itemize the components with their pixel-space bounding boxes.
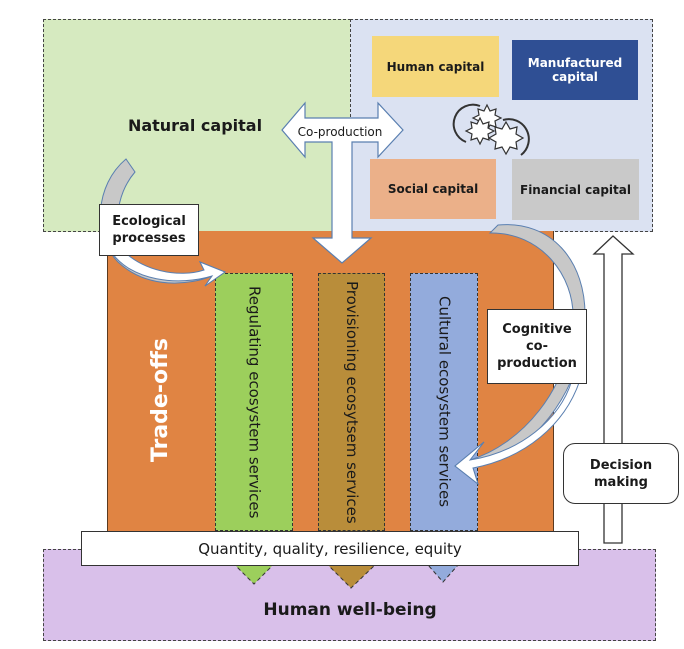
natural-capital-title: Natural capital <box>127 115 263 135</box>
manufactured-capital-box: Manufactured capital <box>512 40 638 100</box>
provisioning-services-label: Provisioning ecosytsem services <box>343 280 361 524</box>
financial-capital-box: Financial capital <box>512 159 639 220</box>
cultural-services-label: Cultural ecosystem services <box>435 296 454 508</box>
co-production-arrow-icon <box>281 101 404 264</box>
co-production-label: Co-production <box>297 125 383 139</box>
ecological-processes-box: Ecological processes <box>99 204 199 256</box>
human-well-being-title: Human well-being <box>263 600 437 620</box>
cognitive-co-production-box: Cognitive co-production <box>487 309 587 384</box>
cultural-services-column: Cultural ecosystem services <box>410 273 478 531</box>
attributes-bar: Quantity, quality, resilience, equity <box>81 531 579 566</box>
regulating-arrowhead <box>233 564 275 585</box>
regulating-services-column: Regulating ecosystem services <box>215 273 293 531</box>
provisioning-services-column: Provisioning ecosytsem services <box>318 273 385 531</box>
regulating-services-label: Regulating ecosystem services <box>245 285 264 519</box>
human-capital-box: Human capital <box>372 36 499 97</box>
social-capital-box: Social capital <box>370 159 496 219</box>
decision-making-box: Decision making <box>563 443 679 504</box>
